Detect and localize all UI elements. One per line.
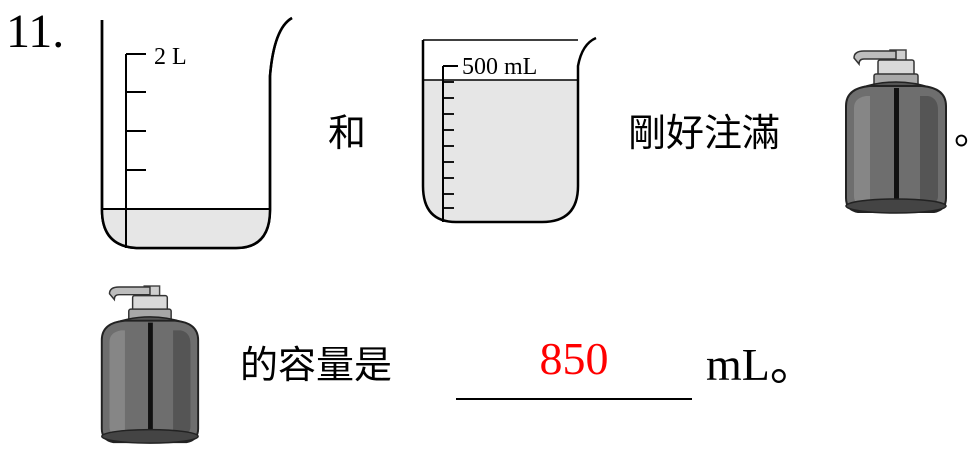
small-beaker: 500 mL [421, 36, 597, 224]
period: 。 [954, 112, 976, 150]
word-exactly-fill: 剛好注滿 [628, 111, 781, 155]
answer-underline [456, 398, 692, 400]
large-beaker-label: 2 L [154, 44, 187, 70]
water-level [423, 80, 578, 222]
word-capacity-is: 的容量是 [240, 343, 393, 387]
answer-blank: 850 [456, 336, 692, 408]
water-level [102, 209, 270, 248]
small-beaker-label: 500 mL [462, 54, 537, 80]
pump-bottle-icon [845, 49, 947, 214]
question-number: 11. [6, 5, 65, 58]
word-and: 和 [328, 111, 367, 155]
answer-value: 850 [539, 333, 609, 384]
pump-bottle-icon [100, 285, 200, 444]
large-beaker: 2 L [100, 16, 293, 250]
unit-suffix: mL。 [706, 339, 816, 390]
